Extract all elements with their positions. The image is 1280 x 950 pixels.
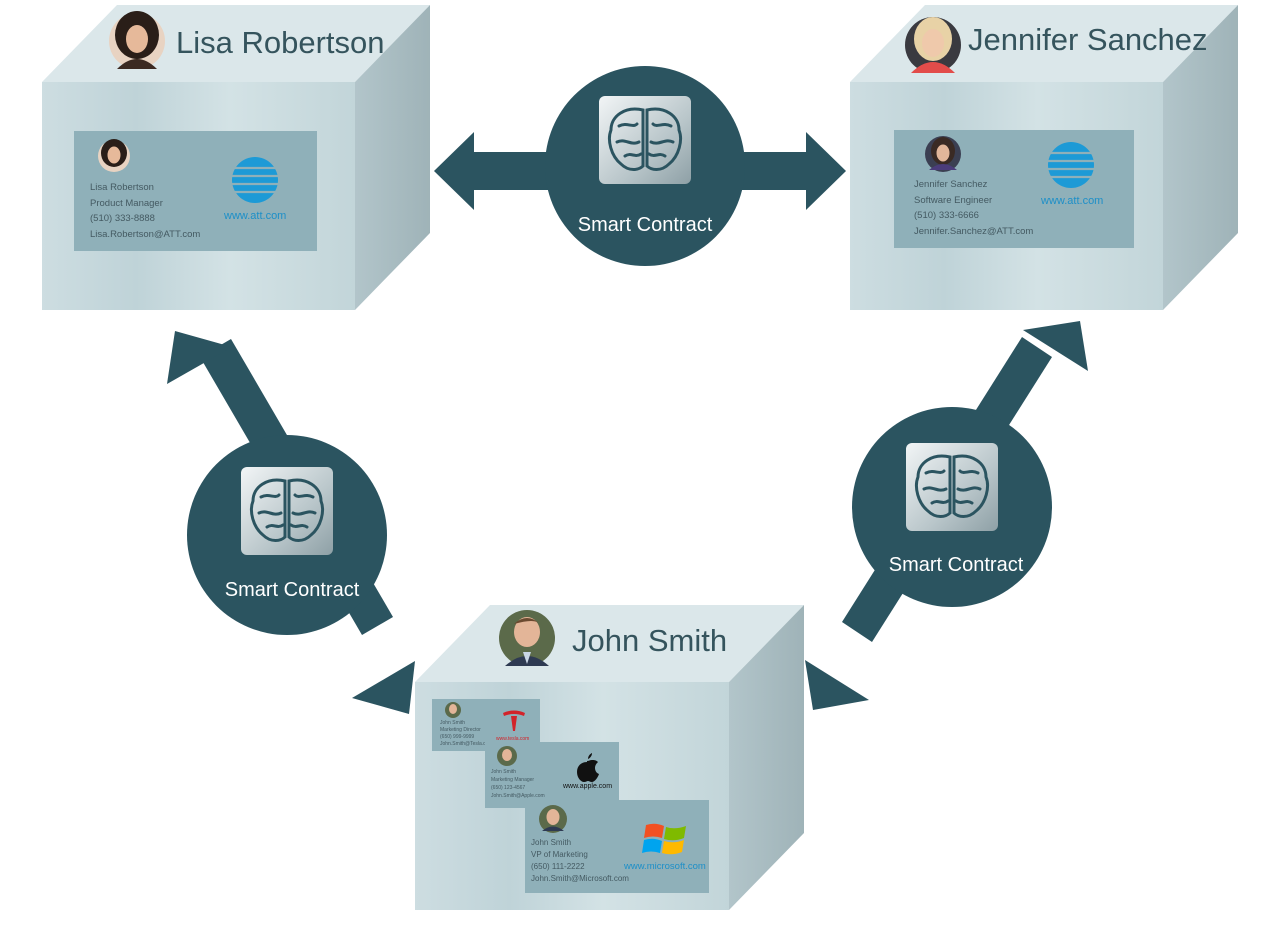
card-phone: (650) 999-9999 (440, 734, 474, 740)
smart-contract-label: Smart Contract (578, 214, 713, 236)
card-avatar (497, 746, 517, 766)
brain-chip-icon (894, 431, 1010, 543)
card-url: www.tesla.com (496, 736, 529, 742)
cube-side (1163, 5, 1238, 310)
card-url: www.att.com (223, 210, 286, 222)
card-phone: (650) 111-2222 (531, 862, 585, 871)
card-name: Lisa Robertson (90, 182, 154, 193)
card-avatar (539, 805, 567, 833)
node-name: Jennifer Sanchez (968, 22, 1208, 57)
card-name: John Smith (531, 838, 571, 847)
card-avatar (925, 136, 961, 172)
business-card: Lisa Robertson Product Manager (510) 333… (74, 131, 317, 251)
avatar (905, 17, 961, 73)
smart-contract-label: Smart Contract (889, 554, 1024, 576)
cube-lisa: Lisa Robertson Lisa Robertson Product Ma… (42, 5, 430, 310)
att-logo (232, 157, 278, 203)
card-avatar (445, 702, 461, 718)
business-card: Jennifer Sanchez Software Engineer (510)… (894, 130, 1134, 248)
card-title: Software Engineer (914, 195, 992, 206)
brain-chip-icon (587, 84, 703, 196)
avatar (499, 610, 555, 666)
windows-logo (642, 823, 686, 855)
node-name: Lisa Robertson (176, 25, 385, 60)
att-logo (1048, 142, 1094, 188)
card-title: VP of Marketing (531, 850, 588, 859)
card-email: John.Smith@Microsoft.com (531, 874, 629, 883)
card-phone: (650) 123-4567 (491, 785, 525, 791)
apple-logo (577, 753, 599, 782)
card-phone: (510) 333-8888 (90, 213, 155, 224)
card-avatar (98, 139, 130, 172)
cube-side (355, 5, 430, 310)
cube-john: John Smith John Smith Marketing Director… (415, 605, 804, 910)
tesla-logo (503, 710, 525, 731)
cube-side (729, 605, 804, 910)
card-name: John Smith (440, 720, 465, 726)
card-title: Product Manager (90, 198, 163, 209)
smart-contract-top: Smart Contract (545, 66, 745, 266)
smart-contract-left: Smart Contract (187, 435, 387, 635)
cube-jennifer: Jennifer Sanchez Jennifer Sanchez Softwa… (850, 5, 1238, 310)
card-email: Jennifer.Sanchez@ATT.com (914, 226, 1033, 237)
card-phone: (510) 333-6666 (914, 210, 979, 221)
smart-contract-right: Smart Contract (852, 407, 1052, 607)
card-title: Marketing Manager (491, 777, 534, 783)
card-email: John.Smith@Tesla.com (440, 741, 493, 747)
card-title: Marketing Director (440, 727, 481, 733)
business-card-apple: John Smith Marketing Manager (650) 123-4… (485, 742, 619, 808)
smart-contract-label: Smart Contract (225, 579, 360, 601)
brain-chip-icon (229, 455, 345, 567)
card-url: www.att.com (1040, 195, 1103, 207)
card-url: www.apple.com (562, 783, 612, 790)
avatar (109, 11, 165, 69)
business-card-microsoft: John Smith VP of Marketing (650) 111-222… (525, 800, 709, 893)
card-email: Lisa.Robertson@ATT.com (90, 229, 200, 240)
card-email: John.Smith@Apple.com (491, 793, 545, 799)
node-name: John Smith (572, 623, 727, 658)
card-name: Jennifer Sanchez (914, 179, 988, 190)
card-url: www.microsoft.com (623, 861, 706, 872)
card-name: John Smith (491, 769, 516, 775)
